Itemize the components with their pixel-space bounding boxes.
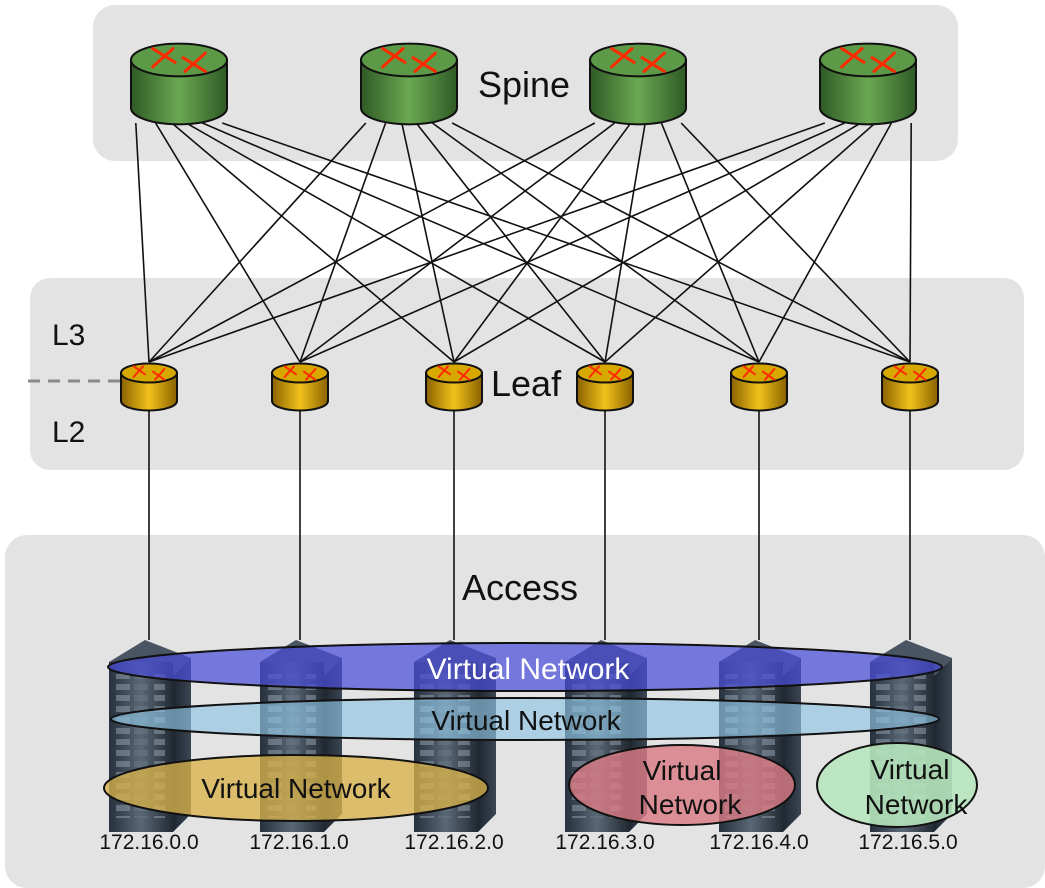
subnet-label-2: 172.16.1.0 <box>249 831 348 854</box>
spine-leaf-link <box>202 122 760 363</box>
subnet-label-1: 172.16.0.0 <box>99 831 198 854</box>
router-arrows-icon <box>283 365 317 381</box>
router-group <box>120 42 939 412</box>
spine-leaf-link <box>453 122 632 363</box>
spine-leaf-link <box>415 122 606 363</box>
spine-label: Spine <box>478 64 570 105</box>
spine-leaf-link <box>299 122 845 363</box>
spine-leaf-link <box>299 122 616 363</box>
spine-router-4[interactable] <box>819 42 917 126</box>
subnet-label-6: 172.16.5.0 <box>858 831 957 854</box>
virtual-network-red-label-line1: Virtual <box>643 755 722 786</box>
router-arrows-icon <box>893 365 927 381</box>
spine-leaf-link <box>758 122 893 363</box>
virtual-network-red-label-line2: Network <box>639 789 743 820</box>
spine-leaf-link <box>221 122 911 363</box>
spine-leaf-link <box>604 122 876 363</box>
spine-leaf-link <box>401 122 455 363</box>
l3-label: L3 <box>52 319 85 352</box>
router-arrows-icon <box>437 365 471 381</box>
spine-leaf-link <box>660 122 760 363</box>
l2-label: L2 <box>52 416 85 449</box>
spine-leaf-link <box>148 122 826 363</box>
leaf-label: Leaf <box>491 363 562 404</box>
subnet-label-4: 172.16.3.0 <box>555 831 654 854</box>
spine-leaf-link <box>148 122 367 363</box>
spine-leaf-link <box>171 122 455 363</box>
router-arrows-icon <box>381 47 437 73</box>
virtual-network-blue[interactable]: Virtual Network <box>107 642 943 692</box>
subnet-label-3: 172.16.2.0 <box>404 831 503 854</box>
spine-leaf-link <box>431 122 760 363</box>
router-arrows-icon <box>840 47 896 73</box>
virtual-network-yellow-label: Virtual Network <box>201 773 391 804</box>
leaf-router-3[interactable] <box>425 362 483 412</box>
virtual-network-green-label-line2: Network <box>865 789 969 820</box>
subnet-label-5: 172.16.4.0 <box>709 831 808 854</box>
virtual-network-red[interactable]: Virtual Network <box>568 744 796 826</box>
router-arrows-icon <box>151 47 207 73</box>
spine-leaf-link <box>299 122 387 363</box>
spine-leaf-link <box>451 122 911 363</box>
access-label: Access <box>462 567 578 608</box>
leaf-router-1[interactable] <box>120 362 178 412</box>
leaf-router-6[interactable] <box>881 362 939 412</box>
leaf-router-5[interactable] <box>730 362 788 412</box>
spine-router-2[interactable] <box>360 42 458 126</box>
spine-leaf-link <box>680 122 911 363</box>
spine-router-1[interactable] <box>130 42 228 126</box>
virtual-network-green-label-line1: Virtual <box>871 754 950 785</box>
virtual-network-blue-label: Virtual Network <box>427 653 631 686</box>
subnet-label-group: 172.16.0.0 172.16.1.0 172.16.2.0 172.16.… <box>99 831 957 854</box>
spine-leaf-link <box>135 122 150 363</box>
virtual-network-light-blue-label: Virtual Network <box>431 705 621 736</box>
spine-leaf-link <box>154 122 301 363</box>
spine-leaf-link <box>148 122 596 363</box>
virtual-network-yellow[interactable]: Virtual Network <box>103 754 489 822</box>
link-group <box>135 122 913 640</box>
leaf-router-2[interactable] <box>271 362 329 412</box>
spine-leaf-link <box>909 122 913 363</box>
router-arrows-icon <box>588 365 622 381</box>
router-arrows-icon <box>610 47 666 73</box>
spine-leaf-link <box>185 122 606 363</box>
leaf-router-4[interactable] <box>576 362 634 412</box>
spine-leaf-link <box>604 122 646 363</box>
spine-router-3[interactable] <box>589 42 687 126</box>
router-arrows-icon <box>132 365 166 381</box>
virtual-network-green[interactable]: Virtual Network <box>816 742 978 828</box>
spine-panel <box>93 5 958 161</box>
virtual-network-light-blue[interactable]: Virtual Network <box>110 697 940 741</box>
spine-leaf-link <box>453 122 862 363</box>
router-arrows-icon <box>742 365 776 381</box>
